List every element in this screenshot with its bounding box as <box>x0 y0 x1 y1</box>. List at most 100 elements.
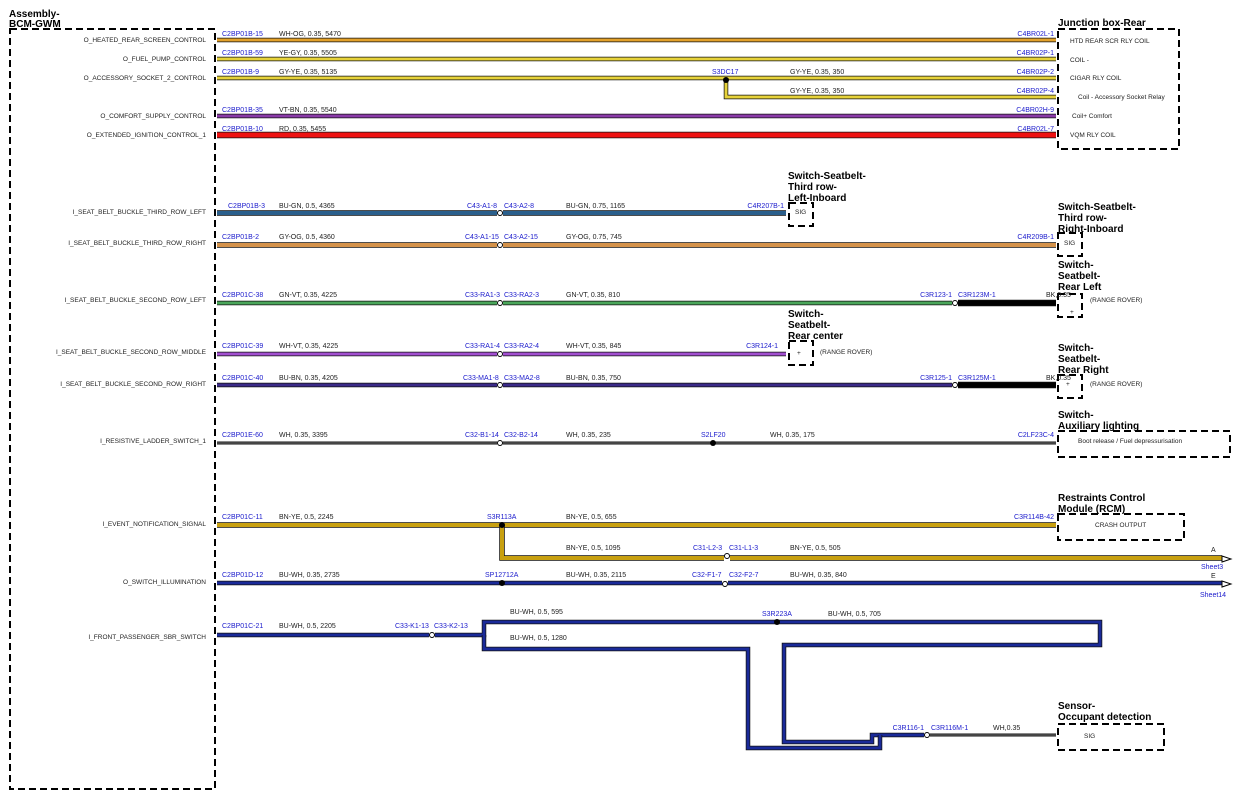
connector-id: C2BP01B-3 <box>228 203 265 210</box>
aux-title-2: Auxiliary lighting <box>1058 421 1139 432</box>
connector-id: C2LF23C-4 <box>1018 432 1054 439</box>
sw2l-title-1: Switch- <box>1058 260 1094 271</box>
connector-id: C2BP01B-35 <box>222 107 263 114</box>
rcm-pin: CRASH OUTPUT <box>1095 522 1146 529</box>
switch-seatbelt-rear-left: Switch- Seatbelt- Rear Left + (RANGE ROV… <box>1057 260 1142 318</box>
wire-label: BU-WH, 0.5, 595 <box>510 609 563 616</box>
wire-label: WH-VT, 0.35, 845 <box>566 343 621 350</box>
wire-label: BU-WH, 0.35, 2115 <box>566 572 626 579</box>
connector-id: C4R209B-1 <box>1017 234 1054 241</box>
sw2r-pin: + <box>1066 381 1070 388</box>
rcm-title-1: Restraints Control <box>1058 493 1145 504</box>
splice-dot <box>710 440 716 446</box>
sw2r-note: (RANGE ROVER) <box>1090 381 1142 388</box>
offsheet-link-sheet14[interactable]: Sheet14 <box>1200 592 1226 599</box>
connector-id: C33-RA1-3 <box>465 292 500 299</box>
signal-name: O_EXTENDED_IGNITION_CONTROL_1 <box>87 132 207 139</box>
connector-id: C3R124-1 <box>746 343 778 350</box>
wire-label: VT-BN, 0.35, 5540 <box>279 107 337 114</box>
wires-layer <box>217 37 1222 751</box>
jbox-pin-5: Coil+ Comfort <box>1072 113 1112 120</box>
inline-connector <box>429 632 435 638</box>
wire-label: GY-YE, 0.35, 350 <box>790 69 844 76</box>
connector-id: C33-RA2-4 <box>504 343 539 350</box>
signal-name: O_COMFORT_SUPPLY_CONTROL <box>100 113 206 120</box>
signal-name: I_SEAT_BELT_BUCKLE_THIRD_ROW_LEFT <box>73 209 206 216</box>
wire-label: WH, 0.35, 3395 <box>279 432 328 439</box>
bcm-title-line1: Assembly- <box>9 9 60 20</box>
sw3l-box <box>788 202 814 227</box>
signal-name: I_SEAT_BELT_BUCKLE_THIRD_ROW_RIGHT <box>68 240 206 247</box>
inline-connector <box>924 732 930 738</box>
connector-id: C4BR02P-4 <box>1017 88 1054 95</box>
signal-name: O_FUEL_PUMP_CONTROL <box>123 56 206 63</box>
switch-seatbelt-third-left: Switch-Seatbelt- Third row- Left-Inboard… <box>788 171 866 227</box>
connector-id: C2BP01B-15 <box>222 31 263 38</box>
sw2c-box <box>788 340 814 366</box>
sw2c-title-2: Seatbelt- <box>788 320 830 331</box>
switch-seatbelt-rear-right: Switch- Seatbelt- Rear Right + (RANGE RO… <box>1057 343 1142 399</box>
sw2l-pin: + <box>1070 309 1074 316</box>
connector-id: C3R114B-42 <box>1014 514 1054 521</box>
connector-id: C4BR02P-1 <box>1017 50 1054 57</box>
connector-id: C2BP01B-59 <box>222 50 263 57</box>
bcm-title-line2: BCM-GWM <box>9 19 61 30</box>
aux-pin: Boot release / Fuel depressurisation <box>1078 438 1182 445</box>
sw3r-title-1: Switch-Seatbelt- <box>1058 202 1136 213</box>
sw2l-title-2: Seatbelt- <box>1058 271 1100 282</box>
wire-label: WH-VT, 0.35, 4225 <box>279 343 338 350</box>
connector-id: C3R116M-1 <box>931 725 968 732</box>
bcm-box <box>9 28 216 790</box>
inline-connector <box>497 242 503 248</box>
wire-label: BN-YE, 0.5, 2245 <box>279 514 334 521</box>
connector-id: C4R207B-1 <box>747 203 784 210</box>
sw3r-title-3: Right-Inboard <box>1058 224 1124 235</box>
connector-id: C32-F1-7 <box>692 572 722 579</box>
wire-label: WH, 0.35, 175 <box>770 432 815 439</box>
sw3r-pin: SIG <box>1064 240 1075 247</box>
aux-title-1: Switch- <box>1058 410 1094 421</box>
signal-names: O_HEATED_REAR_SCREEN_CONTROL O_FUEL_PUMP… <box>56 37 207 641</box>
rcm-title-2: Module (RCM) <box>1058 504 1125 515</box>
inline-connector <box>497 300 503 306</box>
sw3l-title-3: Left-Inboard <box>788 193 846 204</box>
connector-id: C2BP01B-9 <box>222 69 259 76</box>
sw3r-title-2: Third row- <box>1058 213 1107 224</box>
wire-label: BN-YE, 0.5, 505 <box>790 545 841 552</box>
wire-label: BU-GN, 0.75, 1165 <box>566 203 625 210</box>
connector-id: SP12712A <box>485 572 519 579</box>
offsheet-letter[interactable]: A <box>1211 547 1216 554</box>
connector-id: C4BR02H-9 <box>1016 107 1054 114</box>
sw2r-title-1: Switch- <box>1058 343 1094 354</box>
inline-connector <box>724 553 730 559</box>
wire-label: BK,0.35 <box>1046 375 1071 382</box>
connector-id: C33-K1-13 <box>395 623 429 630</box>
connector-id: C43-A1-8 <box>467 203 497 210</box>
connector-id: C2BP01C-39 <box>222 343 263 350</box>
jbox-title: Junction box-Rear <box>1058 18 1146 29</box>
connector-id: C3R116-1 <box>893 725 924 732</box>
inline-connector <box>952 382 958 388</box>
wire-bu-wh <box>435 620 1102 744</box>
connector-id: C43-A1-15 <box>465 234 499 241</box>
connector-id: C33-MA2-8 <box>504 375 540 382</box>
connector-id: C3R123-1 <box>920 292 952 299</box>
switch-seatbelt-rear-center: Switch- Seatbelt- Rear center + (RANGE R… <box>788 309 872 366</box>
occ-title-1: Sensor- <box>1058 701 1095 712</box>
connector-id: S3R113A <box>487 514 517 521</box>
offsheet-letter[interactable]: E <box>1211 573 1216 580</box>
connector-id: C2BP01E-60 <box>222 432 263 439</box>
connector-id: C33-MA1-8 <box>463 375 499 382</box>
connector-id: C43-A2-8 <box>504 203 534 210</box>
wire-outline <box>481 635 883 751</box>
wire-gy-ye <box>724 78 1056 99</box>
rcm-box <box>1057 513 1185 541</box>
offsheet-link-sheet3[interactable]: Sheet3 <box>1201 564 1223 571</box>
connector-id: C2BP01B-2 <box>222 234 259 241</box>
sw2r-box <box>1057 374 1083 399</box>
connector-id: C43-A2-15 <box>504 234 538 241</box>
occ-box <box>1057 723 1165 751</box>
signal-name: I_EVENT_NOTIFICATION_SIGNAL <box>102 521 206 528</box>
wire-label: GY-OG, 0.5, 4360 <box>279 234 335 241</box>
